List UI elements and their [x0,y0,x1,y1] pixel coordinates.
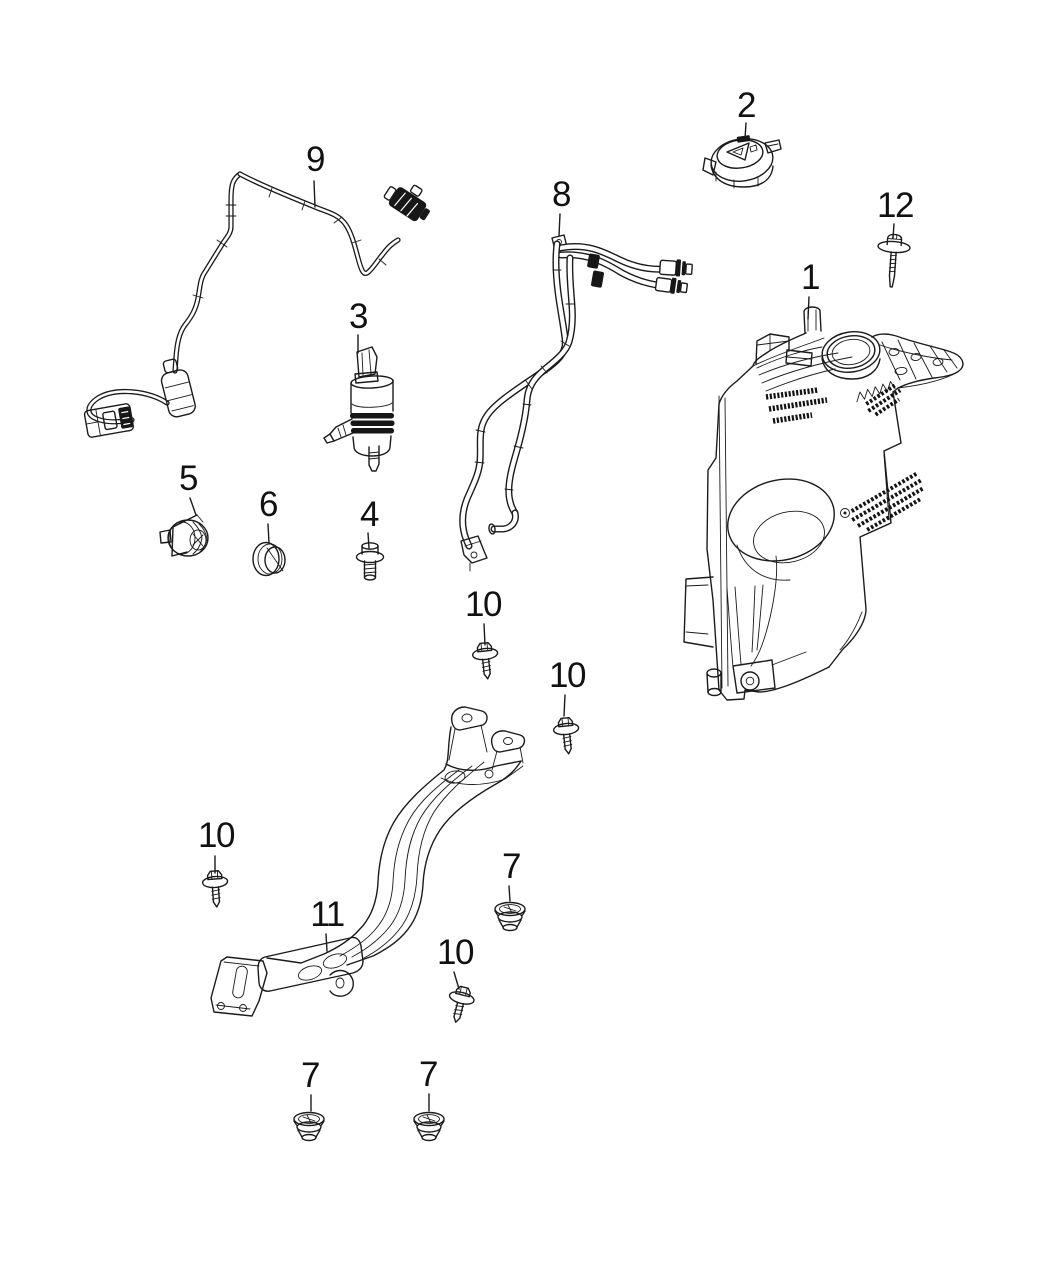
part-10-screw-b-drawing [551,716,582,756]
part-8-hose-assembly-drawing [459,234,693,572]
part-10-screw-d-drawing [442,983,478,1026]
callout-leader-lines [189,122,895,1112]
part-7-nut-b-drawing [293,1111,325,1142]
harness-boot [160,358,196,418]
part-7-nut-c-drawing [413,1111,445,1142]
callout-10b-leader [563,694,566,717]
harness-connector-top [383,184,430,222]
callout-5-leader [189,497,197,516]
part-12-screw-drawing [874,232,912,289]
hose-connector-lower [654,276,689,294]
part-10-screw-c-drawing [201,869,230,909]
part-10-screw-a-drawing [470,641,501,681]
part-4-bolt-drawing [355,542,385,581]
callout-6-leader [267,523,270,544]
part-7-nut-a-drawing [494,901,526,932]
part-9-wire-harness-drawing [83,171,430,438]
callout-2-leader [744,122,747,140]
part-2-cap-drawing [702,135,782,189]
part-5-sensor-drawing [159,514,209,557]
part-11-bracket-drawing [210,706,526,1017]
callout-1-leader [807,296,810,320]
part-3-pump-drawing [323,346,395,472]
part-1-reservoir-drawing [683,306,964,701]
callout-10a-leader [483,623,486,646]
callout-4-leader [367,532,370,549]
callout-9-leader [313,180,316,208]
harness-connector-bottom [83,403,134,438]
hose-connector-upper [658,259,693,277]
callout-11-leader [325,933,328,952]
part-6-grommet-drawing [252,541,286,577]
callout-7a-leader [508,885,511,902]
callout-10d-leader [453,971,460,990]
callout-12-leader [892,223,895,239]
molded-text-patch-small [865,383,902,417]
callout-8-leader [558,213,561,237]
